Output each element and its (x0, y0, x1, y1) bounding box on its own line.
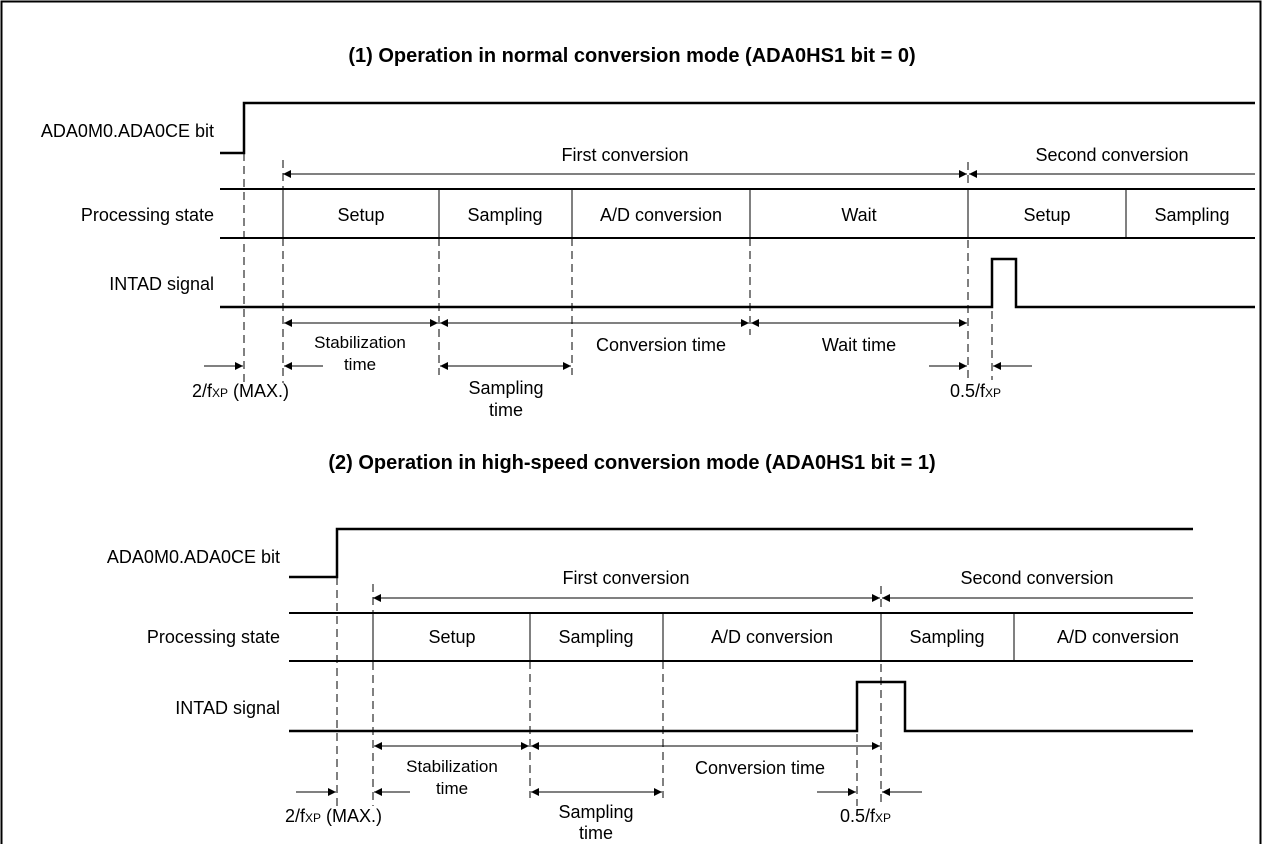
sampling-time-label: Sampling (558, 802, 633, 822)
conversion-time-label: Conversion time (695, 758, 825, 778)
half-clock-label: 0.5/fXP (840, 806, 891, 826)
state-sampling-2: Sampling (1154, 205, 1229, 225)
section-2-title: (2) Operation in high-speed conversion m… (328, 452, 935, 474)
state-ad-conversion-2: A/D conversion (1057, 627, 1179, 647)
second-conversion-label: Second conversion (1035, 145, 1188, 165)
sampling-time-label-2: time (579, 823, 613, 843)
intad-waveform (220, 257, 1255, 309)
wait-time-label: Wait time (822, 335, 896, 355)
ce-bit-label: ADA0M0.ADA0CE bit (41, 121, 214, 141)
stabilization-time-label: Stabilization (406, 757, 498, 776)
ce-bit-label: ADA0M0.ADA0CE bit (107, 547, 280, 567)
sampling-time-label: Sampling (468, 378, 543, 398)
state-setup-2: Setup (1023, 205, 1070, 225)
state-wait: Wait (841, 205, 876, 225)
stabilization-time-label-2: time (344, 355, 376, 374)
state-sampling-2: Sampling (909, 627, 984, 647)
state-sampling: Sampling (558, 627, 633, 647)
first-conversion-label: First conversion (561, 145, 688, 165)
ce-bit-waveform (220, 101, 1255, 155)
section-high-speed-mode: (2) Operation in high-speed conversion m… (107, 452, 1193, 843)
conversion-time-label: Conversion time (596, 335, 726, 355)
second-conversion-label: Second conversion (960, 568, 1113, 588)
processing-state-label: Processing state (81, 205, 214, 225)
section-normal-mode: (1) Operation in normal conversion mode … (41, 45, 1255, 420)
ce-bit-waveform (289, 527, 1193, 579)
delay-max-label: 2/fXP (MAX.) (192, 381, 289, 401)
state-ad-conversion: A/D conversion (600, 205, 722, 225)
processing-state-label: Processing state (147, 627, 280, 647)
section-1-title: (1) Operation in normal conversion mode … (348, 45, 915, 67)
state-sampling: Sampling (467, 205, 542, 225)
stabilization-time-label-2: time (436, 779, 468, 798)
intad-signal-label: INTAD signal (175, 698, 280, 718)
first-conversion-label: First conversion (562, 568, 689, 588)
intad-waveform (289, 680, 1193, 733)
half-clock-label: 0.5/fXP (950, 381, 1001, 401)
state-setup: Setup (337, 205, 384, 225)
state-ad-conversion: A/D conversion (711, 627, 833, 647)
intad-signal-label: INTAD signal (109, 274, 214, 294)
sampling-time-label-2: time (489, 400, 523, 420)
stabilization-time-label: Stabilization (314, 333, 406, 352)
state-setup: Setup (428, 627, 475, 647)
delay-max-label: 2/fXP (MAX.) (285, 806, 382, 826)
